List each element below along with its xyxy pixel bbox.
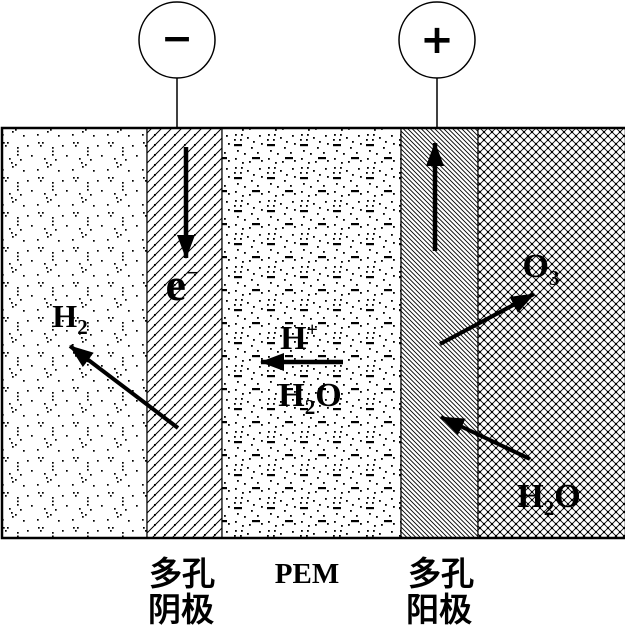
hydrogen-chamber xyxy=(1,127,148,539)
proton-base: H xyxy=(280,320,306,357)
negative-terminal-icon xyxy=(138,1,216,79)
water-base: H xyxy=(517,478,543,515)
cell-outline xyxy=(0,126,625,540)
positive-terminal-icon xyxy=(398,1,476,79)
cathode-caption-line2: 阴极 xyxy=(148,591,214,625)
water-subscript: 2 xyxy=(305,395,316,419)
electron-superscript: − xyxy=(186,260,199,285)
hydrogen-subscript: 2 xyxy=(77,315,88,339)
water-subscript: 2 xyxy=(544,496,555,520)
ozone-chamber xyxy=(477,127,625,539)
water-tail: O xyxy=(315,377,341,414)
pem-membrane-layer xyxy=(221,127,402,539)
hydrogen-out-arrow xyxy=(68,344,180,430)
proton-superscript: + xyxy=(307,319,318,341)
water-tail: O xyxy=(554,478,580,515)
ozone-subscript: 3 xyxy=(549,266,560,290)
ozone-base: O xyxy=(523,248,549,285)
proton-label: H+ xyxy=(280,319,318,357)
anode-caption-line2: 阳极 xyxy=(406,591,472,625)
hydrogen-base: H xyxy=(52,298,77,334)
ozone-label: O3 xyxy=(523,248,560,290)
electron-base: e xyxy=(166,259,186,310)
anode-caption-line1: 多孔 xyxy=(408,555,474,592)
cathode-caption-line1: 多孔 xyxy=(149,555,215,592)
membrane-caption: PEM xyxy=(275,558,339,590)
water-feed-arrow xyxy=(440,415,531,461)
water-label-pem: H2O xyxy=(278,377,341,419)
water-base: H xyxy=(278,377,304,414)
porous-anode-layer xyxy=(400,127,479,539)
negative-terminal-sign: − xyxy=(161,16,193,60)
water-label-feed: H2O xyxy=(517,478,580,520)
ozone-out-arrow xyxy=(439,292,535,346)
positive-terminal-sign: + xyxy=(420,17,454,63)
electron-label: e− xyxy=(166,259,199,310)
hydrogen-label: H2 xyxy=(52,298,87,339)
